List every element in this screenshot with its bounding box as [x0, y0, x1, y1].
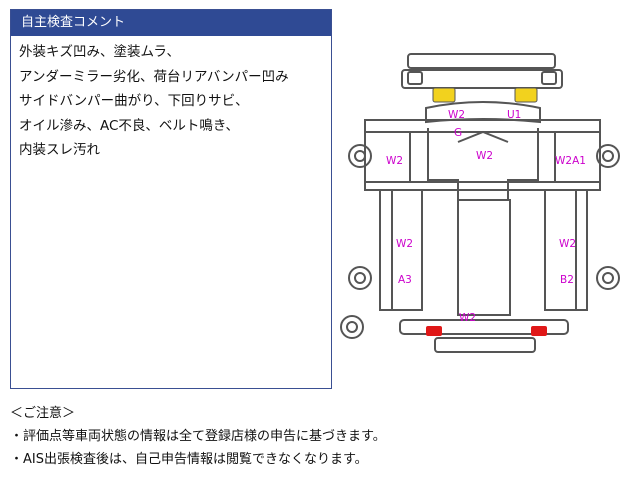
mark-right-door: W2A1	[555, 155, 586, 167]
mark-left-bed-lower: A3	[398, 274, 412, 286]
mark-hood: G	[454, 127, 462, 139]
mark-left-door: W2	[386, 155, 403, 167]
vehicle-diagram: W2 U1 G W2 W2 W2A1 W2 A3 W2 B2 W2	[340, 53, 620, 353]
bed-floor	[457, 199, 511, 316]
mark-tailgate: W2	[459, 312, 476, 324]
left-headlight	[432, 87, 456, 103]
comment-body: 外装キズ凹み、塗装ムラ、 アンダーミラー劣化、荷台リアバンパー凹み サイドバンパ…	[11, 36, 331, 167]
left-taillight	[426, 326, 442, 336]
rear-bumper	[399, 319, 569, 335]
comment-line: アンダーミラー劣化、荷台リアバンパー凹み	[19, 68, 289, 85]
comment-panel: 自主検査コメント 外装キズ凹み、塗装ムラ、 アンダーミラー劣化、荷台リアバンパー…	[10, 9, 332, 389]
mark-left-bed-upper: W2	[396, 238, 413, 250]
notice-heading: ＜ご注意＞	[10, 406, 76, 421]
notice-line-1: ・評価点等車両状態の情報は全て登録店様の申告に基づきます。	[10, 429, 386, 444]
right-headlight	[514, 87, 538, 103]
mark-right-bed-lower: B2	[560, 274, 574, 286]
comment-line: 外装キズ凹み、塗装ムラ、	[19, 44, 181, 60]
comment-line: 内装スレ汚れ	[19, 142, 100, 158]
panel-title: 自主検査コメント	[11, 10, 331, 36]
comment-line: オイル滲み、AC不良、ベルト鳴き、	[19, 117, 239, 134]
right-taillight	[531, 326, 547, 336]
mark-front-right: U1	[507, 109, 521, 121]
front-bumper	[401, 69, 563, 89]
comment-line: サイドバンパー曲がり、下回りサビ、	[19, 93, 249, 109]
cab-top-line	[364, 119, 601, 133]
left-bed-side	[379, 189, 423, 311]
right-bed-side	[544, 189, 588, 311]
front-top-bar	[407, 53, 556, 69]
spare-tire	[340, 315, 364, 339]
notice-section: ＜ご注意＞ ・評価点等車両状態の情報は全て登録店様の申告に基づきます。 ・AIS…	[10, 402, 386, 471]
mark-front-left: W2	[448, 109, 465, 121]
notice-line-2: ・AIS出張検査後は、自己申告情報は閲覧できなくなります。	[10, 452, 368, 467]
mark-roof: W2	[476, 150, 493, 162]
mark-right-bed-upper: W2	[559, 238, 576, 250]
